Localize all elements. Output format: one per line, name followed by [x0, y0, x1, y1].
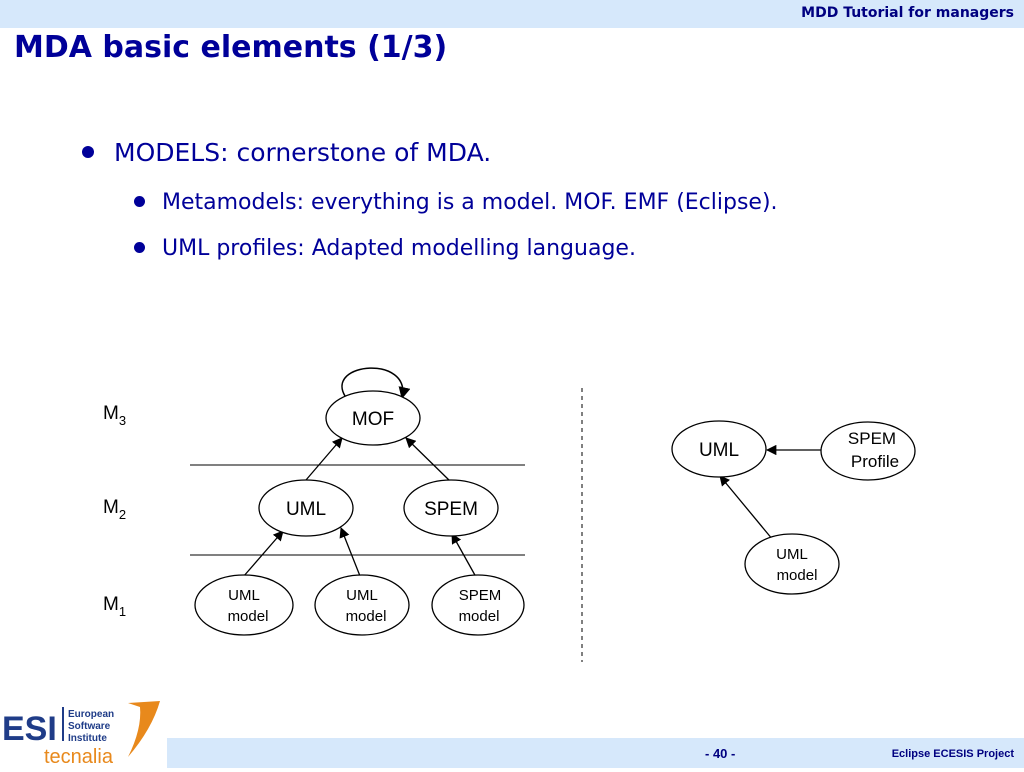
page-number: - 40 -	[705, 746, 736, 761]
svg-text:UML: UML	[776, 546, 808, 563]
node-uml: UML	[258, 479, 354, 537]
slide-title: MDA basic elements (1/3)	[14, 30, 448, 65]
footer-bar	[167, 738, 1024, 768]
footer-project: Eclipse ECESIS Project	[891, 748, 1014, 760]
node-uml-model-1: UML model	[194, 574, 294, 636]
svg-text:MOF: MOF	[352, 409, 394, 430]
svg-text:SPEM: SPEM	[848, 429, 896, 448]
bullet-level2: UML profiles: Adapted modelling language…	[134, 236, 636, 261]
logo-swoosh	[128, 701, 160, 757]
bullet-dot	[82, 146, 94, 158]
node-spem: SPEM	[403, 479, 499, 537]
bullet-level1: MODELS: cornerstone of MDA.	[82, 138, 491, 167]
self-loop-arrow	[341, 367, 411, 400]
svg-text:SPEM: SPEM	[424, 499, 478, 520]
arrow-umlmodel-to-uml	[719, 475, 774, 541]
logo-brand: tecnalia	[44, 746, 114, 768]
svg-text:model: model	[777, 567, 818, 584]
bullet-text: UML profiles: Adapted modelling language…	[162, 236, 636, 261]
svg-text:Profile: Profile	[851, 452, 899, 471]
level-label-m2: M2	[103, 497, 126, 522]
arrow-umlmodel1-to-uml	[242, 530, 284, 578]
svg-text:UML: UML	[346, 587, 378, 604]
logo-line-1: European	[68, 709, 114, 720]
node-uml-right: UML	[671, 420, 767, 478]
bullet-dot	[134, 196, 145, 207]
svg-text:UML: UML	[699, 440, 739, 461]
logo-acronym: ESI	[2, 710, 57, 748]
arrow-uml-to-mof	[305, 437, 343, 481]
logo-graphic: ESI European Software Institute tecnalia	[2, 701, 160, 768]
logo-line-2: Software	[68, 721, 111, 732]
svg-text:model: model	[228, 608, 269, 625]
node-uml-model-2: UML model	[314, 574, 410, 636]
header-bar: MDD Tutorial for managers	[0, 0, 1024, 28]
esi-tecnalia-logo: ESI European Software Institute tecnalia	[0, 695, 170, 768]
svg-text:SPEM: SPEM	[459, 587, 502, 604]
bullet-level2: Metamodels: everything is a model. MOF. …	[134, 190, 778, 215]
node-mof: MOF	[325, 390, 421, 446]
bullet-text: MODELS: cornerstone of MDA.	[114, 138, 492, 167]
svg-text:model: model	[459, 608, 500, 625]
arrow-spemmodel-to-spem	[451, 533, 477, 578]
arrow-umlmodel2-to-uml	[339, 527, 361, 577]
node-spem-profile: SPEM Profile	[820, 421, 916, 481]
svg-text:UML: UML	[228, 587, 260, 604]
arrow-spem-to-mof	[405, 437, 452, 483]
node-uml-model-right: UML model	[744, 533, 840, 595]
svg-text:model: model	[346, 608, 387, 625]
level-label-m1: M1	[103, 594, 126, 619]
header-title: MDD Tutorial for managers	[801, 5, 1014, 21]
node-spem-model: SPEM model	[431, 574, 525, 636]
bullet-dot	[134, 242, 145, 253]
svg-text:UML: UML	[286, 499, 326, 520]
logo-line-3: Institute	[68, 733, 107, 744]
level-label-m3: M3	[103, 403, 126, 428]
bullet-text: Metamodels: everything is a model. MOF. …	[162, 190, 778, 215]
